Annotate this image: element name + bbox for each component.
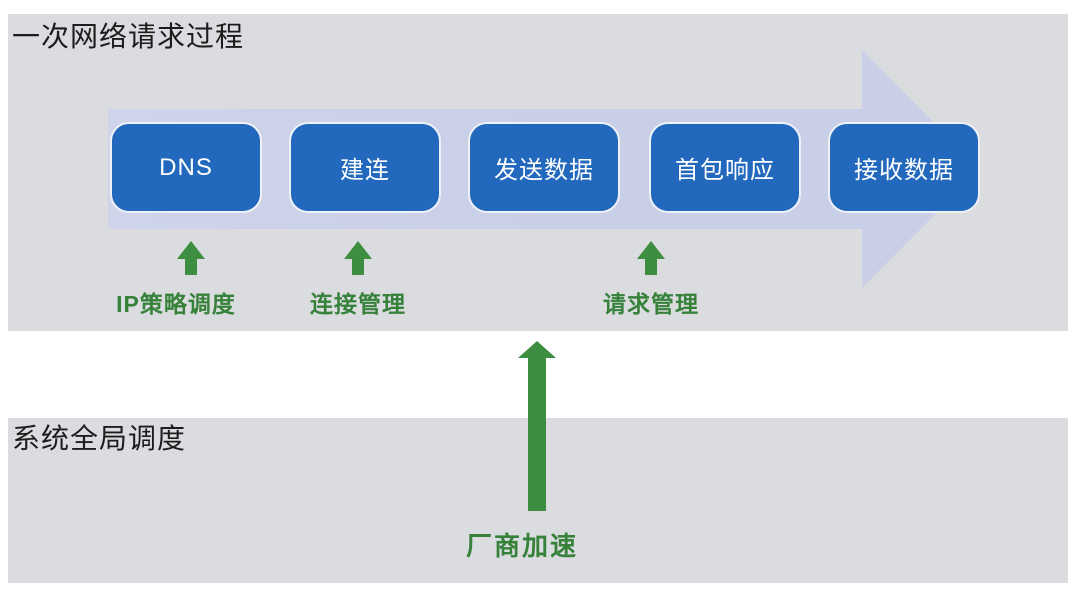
step-box-first-packet: 首包响应 bbox=[649, 122, 801, 213]
annotation-ip-policy-scheduling: IP策略调度 bbox=[116, 291, 236, 317]
step-box-receive-data: 接收数据 bbox=[828, 122, 980, 213]
up-arrow-icon bbox=[177, 241, 205, 275]
annotation-connection-management: 连接管理 bbox=[310, 291, 406, 317]
step-box-dns: DNS bbox=[110, 122, 262, 213]
up-arrow-icon bbox=[344, 241, 372, 275]
vendor-acceleration-up-arrow-icon bbox=[518, 341, 556, 511]
network-request-panel-title: 一次网络请求过程 bbox=[12, 21, 245, 52]
up-arrow-icon bbox=[637, 241, 665, 275]
annotation-request-management: 请求管理 bbox=[603, 291, 699, 317]
annotation-vendor-acceleration: 厂商加速 bbox=[465, 531, 579, 561]
step-box-connect: 建连 bbox=[289, 122, 441, 213]
global-scheduling-panel-title: 系统全局调度 bbox=[12, 423, 187, 454]
step-box-send-data: 发送数据 bbox=[468, 122, 620, 213]
